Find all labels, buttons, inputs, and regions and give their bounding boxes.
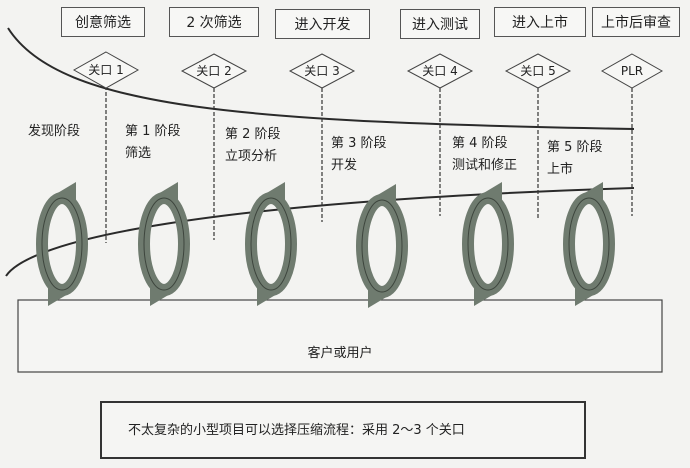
stage-2-line1: 第 2 阶段 bbox=[225, 127, 281, 142]
cycle-arrow-1 bbox=[42, 182, 82, 306]
gate-box-1: 创意筛选 bbox=[61, 7, 145, 37]
customer-label: 客户或用户 bbox=[307, 346, 373, 361]
gate-label-1: 关口 1 bbox=[88, 63, 124, 77]
gate-box-3: 进入开发 bbox=[275, 9, 370, 39]
gate-box-2: 2 次筛选 bbox=[169, 7, 259, 37]
stage-3: 第 3 阶段 开发 bbox=[331, 133, 387, 177]
stage-5: 第 5 阶段 上市 bbox=[547, 137, 603, 181]
stage-1: 第 1 阶段 筛选 bbox=[125, 121, 181, 165]
stage-3-line1: 第 3 阶段 bbox=[331, 136, 387, 151]
stage-0: 发现阶段 bbox=[28, 121, 80, 143]
stage-2: 第 2 阶段 立项分析 bbox=[225, 124, 281, 168]
lower-curve bbox=[5, 187, 635, 277]
gate-label-6: PLR bbox=[620, 64, 644, 78]
gate-label-4: 关口 4 bbox=[422, 64, 458, 78]
cycle-arrow-4 bbox=[362, 184, 402, 308]
gate-label-2: 关口 2 bbox=[196, 64, 232, 78]
stage-2-line2: 立项分析 bbox=[225, 149, 278, 164]
cycle-arrow-3 bbox=[251, 182, 291, 306]
gate-label-3: 关口 3 bbox=[304, 64, 340, 78]
cycle-arrow-5 bbox=[468, 182, 508, 306]
gate-diamonds bbox=[72, 51, 664, 89]
note-box: 不太复杂的小型项目可以选择压缩流程：采用 2～3 个关口 bbox=[100, 401, 586, 459]
cycle-arrow-2 bbox=[144, 182, 184, 306]
stage-5-line2: 上市 bbox=[547, 162, 574, 177]
stage-4-line2: 测试和修正 bbox=[452, 158, 518, 173]
stage-5-line1: 第 5 阶段 bbox=[547, 140, 603, 155]
stage-1-line2: 筛选 bbox=[125, 146, 152, 161]
upper-curve bbox=[7, 27, 635, 130]
stage-3-line2: 开发 bbox=[331, 158, 358, 173]
customer-box bbox=[17, 299, 663, 373]
stage-0-line1: 发现阶段 bbox=[28, 124, 81, 139]
cycle-arrow-6 bbox=[569, 182, 609, 306]
stage-4-line1: 第 4 阶段 bbox=[452, 136, 508, 151]
gate-box-4: 进入测试 bbox=[400, 9, 480, 39]
gate-lines bbox=[105, 80, 633, 243]
stage-1-line1: 第 1 阶段 bbox=[125, 124, 181, 139]
gate-box-6: 上市后审查 bbox=[592, 7, 680, 37]
note-text: 不太复杂的小型项目可以选择压缩流程：采用 2～3 个关口 bbox=[128, 423, 465, 438]
gate-box-5: 进入上市 bbox=[494, 7, 586, 37]
stage-4: 第 4 阶段 测试和修正 bbox=[452, 133, 517, 177]
gate-label-5: 关口 5 bbox=[520, 64, 556, 78]
